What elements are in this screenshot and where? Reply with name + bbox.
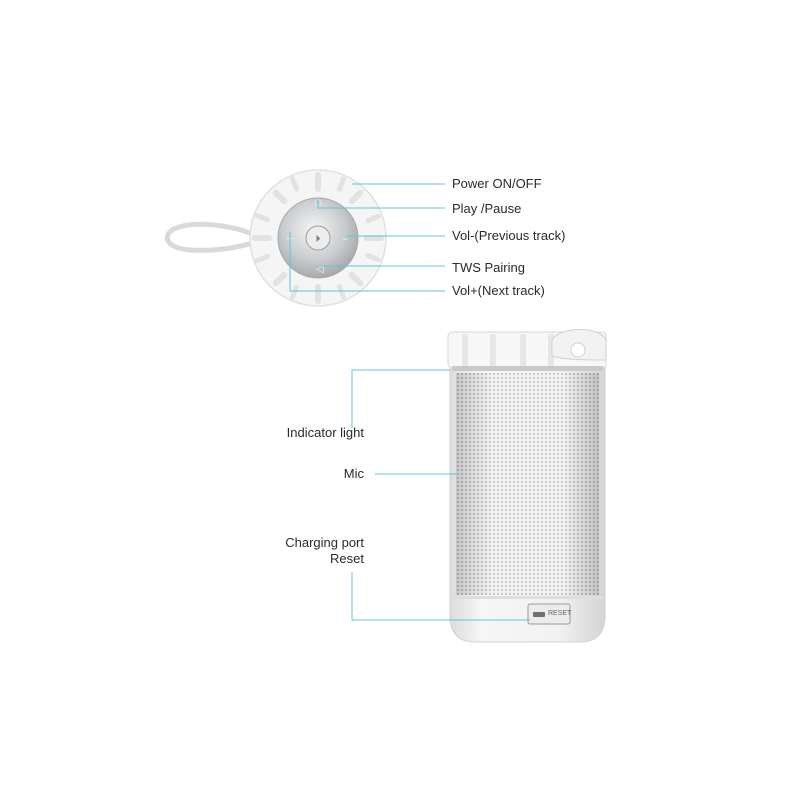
label-mic: Mic bbox=[343, 466, 364, 481]
label-tws-pairing: TWS Pairing bbox=[452, 260, 525, 275]
top-callout-lines bbox=[289, 183, 445, 292]
tws-icon: ◁ bbox=[316, 264, 324, 275]
speaker-side-view bbox=[447, 329, 607, 643]
minus-icon: – bbox=[342, 232, 348, 245]
lanyard bbox=[165, 221, 261, 253]
band bbox=[452, 366, 603, 371]
label-charging-port: Charging port bbox=[285, 535, 364, 550]
label-indicator-light: Indicator light bbox=[286, 425, 364, 440]
label-vol-plus: Vol+(Next track) bbox=[452, 283, 545, 298]
play-icon: ⏵ bbox=[316, 234, 321, 245]
lanyard-hole bbox=[570, 342, 586, 358]
label-vol-minus: Vol-(Previous track) bbox=[452, 228, 566, 243]
bottom-band bbox=[452, 596, 603, 599]
port-reset-text: RESET bbox=[548, 610, 572, 617]
usb-port bbox=[533, 612, 545, 617]
label-reset: Reset bbox=[330, 551, 364, 566]
port-panel bbox=[527, 603, 571, 625]
grille-shade bbox=[456, 373, 599, 595]
label-play-pause: Play /Pause bbox=[452, 201, 522, 216]
speaker-top-view: ⏵ ⏻ + – ◁ bbox=[165, 169, 387, 307]
center-button bbox=[305, 225, 331, 251]
side-callout-lines bbox=[351, 369, 530, 621]
label-power: Power ON/OFF bbox=[452, 176, 542, 191]
